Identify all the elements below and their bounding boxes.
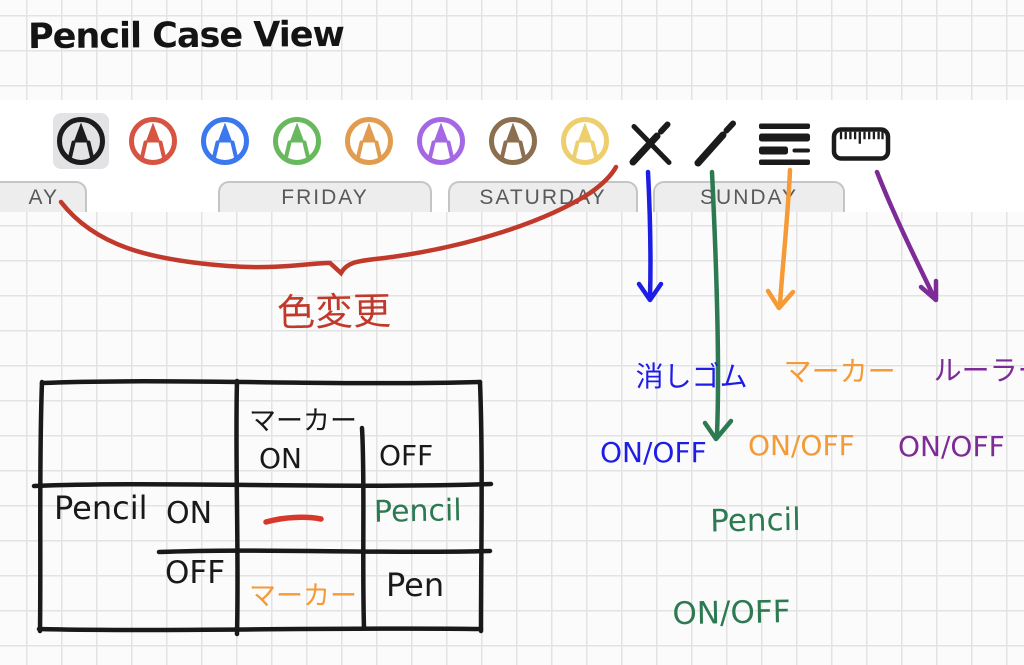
tab-label: SATURDAY	[479, 185, 607, 209]
tab-label: SUNDAY	[700, 185, 798, 209]
eraser-toggle-button[interactable]	[625, 117, 677, 169]
table-column-group-label: マーカー	[249, 406, 357, 437]
ruler-toggle-label: ルーラー ON/OFF	[898, 314, 1024, 542]
pen-color-button-red[interactable]	[125, 113, 181, 169]
pen-color-button-yellow[interactable]	[557, 113, 613, 169]
table-row-group-label: Pencil	[54, 489, 148, 527]
cell-dash-stroke	[263, 514, 324, 525]
eraser-toggle-label: 消しゴム ON/OFF	[600, 320, 748, 548]
pencil-toggle-label: Pencil ON/OFF	[670, 451, 805, 665]
pen-color-button-blue[interactable]	[197, 113, 253, 169]
pencil-toggle-label-line1: Pencil	[709, 501, 802, 540]
pencil-toggle-button[interactable]	[690, 117, 742, 169]
page-title: Pencil Case View	[27, 14, 344, 58]
table-cell-pen: Pen	[386, 566, 445, 604]
table-row-header-on: ON	[166, 496, 213, 531]
pen-color-button-black[interactable]	[53, 113, 109, 169]
pen-color-button-green[interactable]	[269, 113, 325, 169]
pen-circle-icon	[273, 117, 321, 165]
eraser-toggle-label-line2: ON/OFF	[600, 436, 707, 469]
pen-color-button-group	[53, 113, 613, 169]
table-cell-pencil: Pencil	[373, 493, 462, 530]
pen-crossed-icon	[629, 121, 672, 166]
pen-circle-icon	[561, 117, 609, 165]
pen-color-button-purple[interactable]	[413, 113, 469, 169]
tab-sunday[interactable]: SUNDAY	[653, 181, 845, 212]
pen-circle-icon	[489, 117, 537, 165]
ruler-toggle-label-line1: ルーラー	[933, 354, 1024, 387]
pen-color-button-brown[interactable]	[485, 113, 541, 169]
pen-circle-icon	[57, 117, 105, 165]
tab-label: FRIDAY	[281, 185, 369, 209]
pen-color-button-orange[interactable]	[341, 113, 397, 169]
pen-circle-icon	[129, 117, 177, 165]
table-column-header-on: ON	[259, 442, 302, 475]
color-change-label: 色変更	[276, 289, 392, 335]
ruler-toggle-label-line2: ON/OFF	[898, 430, 1005, 463]
marker-lines-icon	[759, 123, 810, 165]
table-column-header-off: OFF	[379, 439, 434, 472]
table-row-header-off: OFF	[165, 555, 226, 591]
eraser-toggle-label-line1: 消しゴム	[635, 360, 748, 393]
tab-friday[interactable]: FRIDAY	[218, 181, 432, 212]
pen-circle-icon	[201, 117, 249, 165]
ruler-icon	[831, 127, 891, 161]
pencil-icon	[694, 120, 736, 167]
tab-label: AY	[28, 185, 59, 209]
marker-toggle-label: マーカー ON/OFF	[748, 316, 896, 538]
tab-saturday[interactable]: SATURDAY	[448, 181, 638, 212]
marker-toggle-label-line1: マーカー	[783, 355, 896, 388]
ruler-toggle-button[interactable]	[831, 121, 891, 167]
table-cell-marker: マーカー	[249, 581, 357, 612]
pen-circle-icon	[345, 117, 393, 165]
marker-toggle-button[interactable]	[757, 117, 813, 169]
pen-circle-icon	[417, 117, 465, 165]
pencil-toggle-label-line2: ON/OFF	[672, 594, 791, 633]
marker-toggle-label-line2: ON/OFF	[748, 429, 855, 462]
tab-thursday-partial[interactable]: AY	[0, 181, 87, 212]
